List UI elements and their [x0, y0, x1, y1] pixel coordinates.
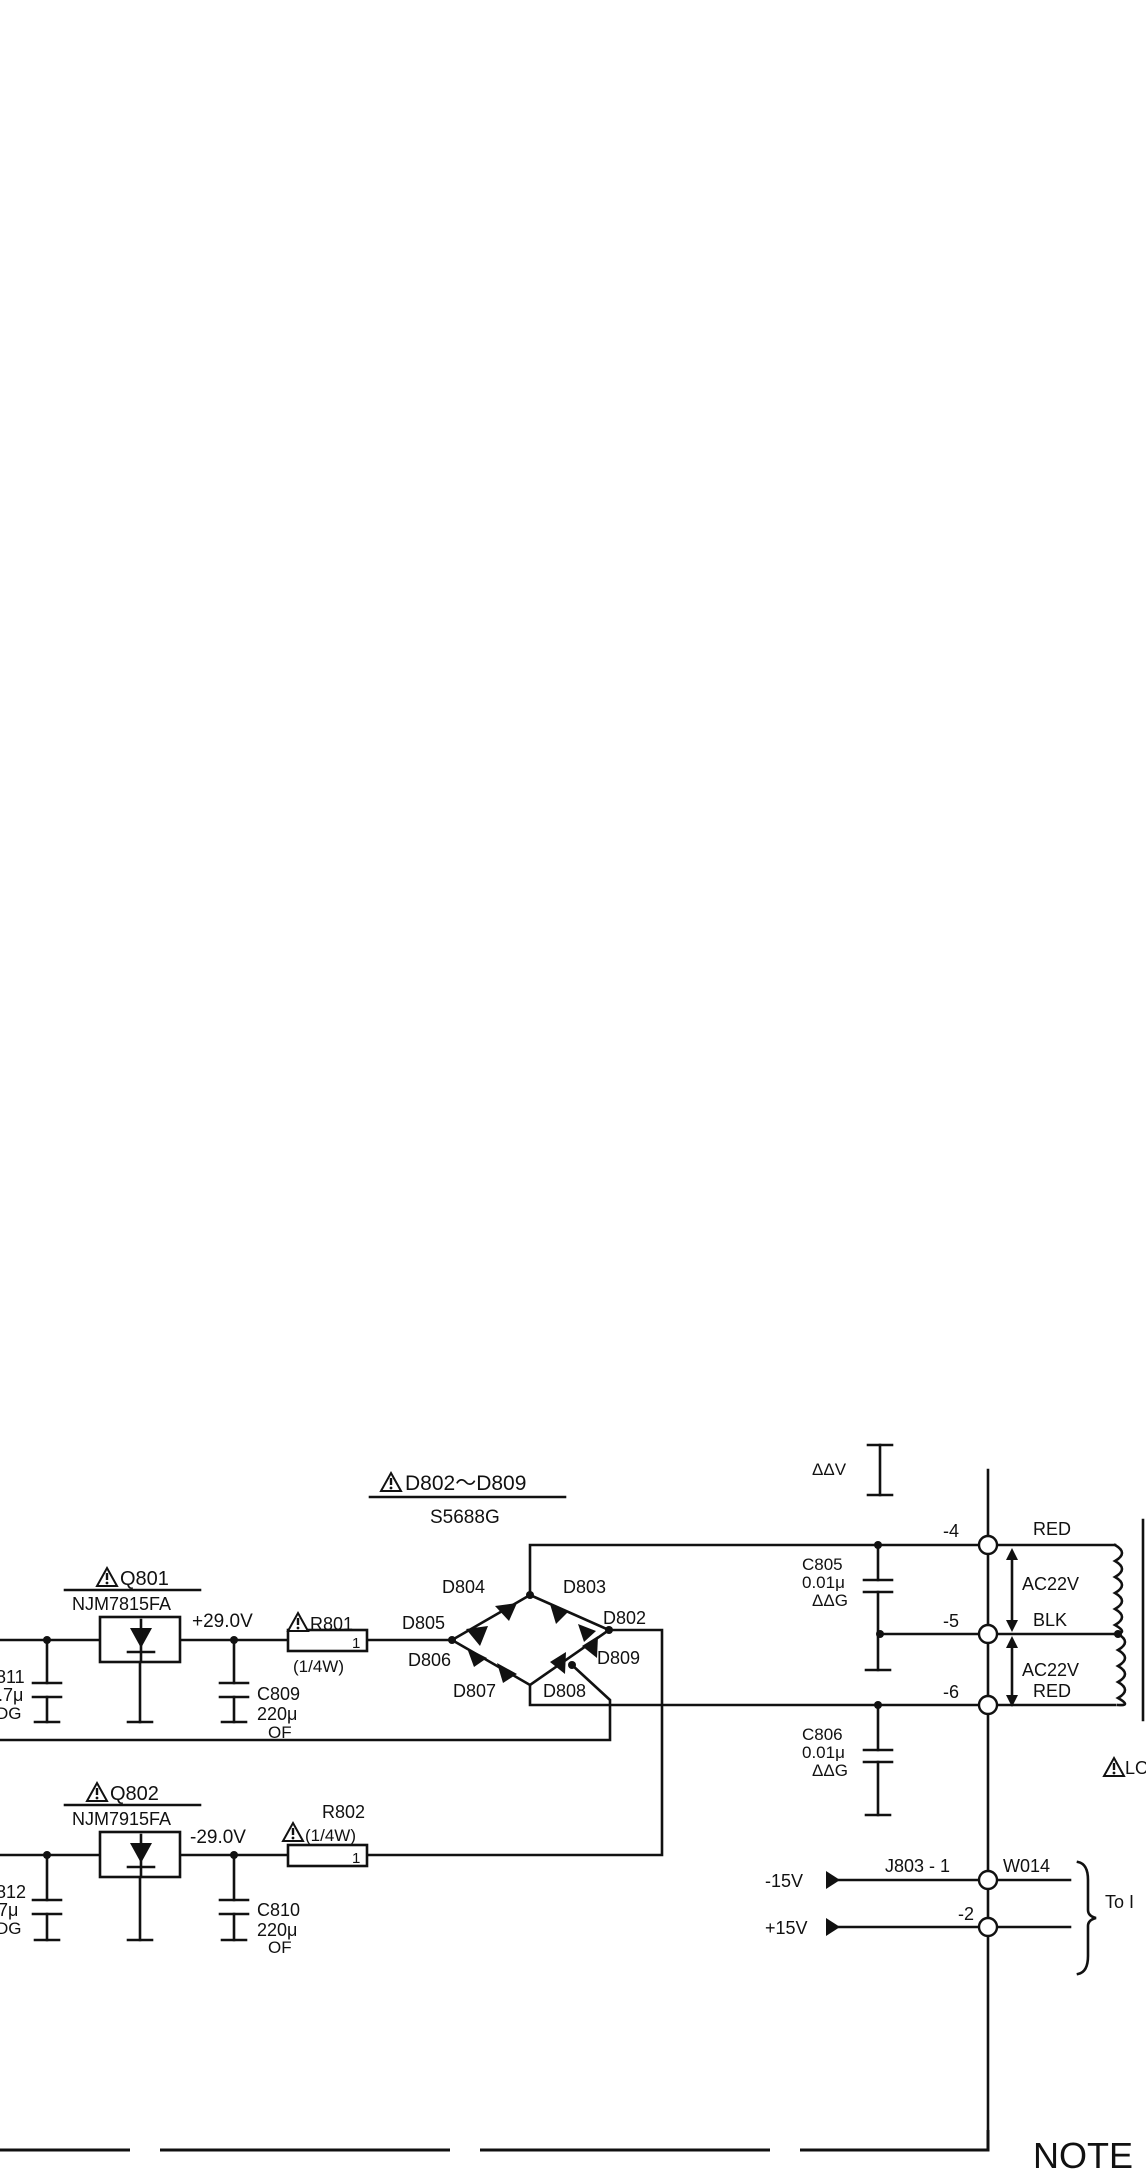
warning-icon — [85, 1781, 109, 1803]
d806-label: D806 — [408, 1650, 451, 1670]
pos-voltage: +29.0V — [192, 1611, 253, 1632]
pin-5: -5 — [943, 1611, 959, 1631]
c806-type: ΔΔG — [812, 1761, 848, 1780]
resistor-r801 — [286, 1628, 369, 1653]
wiring — [0, 1443, 1145, 2152]
q802-part: NJM7915FA — [72, 1809, 171, 1829]
q801-ref: Q801 — [120, 1568, 169, 1590]
warning-icon — [1102, 1756, 1126, 1778]
arrow-minus15-icon — [826, 1871, 840, 1889]
bridge-part-label: S5688G — [430, 1507, 500, 1528]
arrow-up-icon — [1006, 1636, 1018, 1648]
w014-label: W014 — [1003, 1856, 1050, 1876]
c811-value: .7μ — [0, 1685, 23, 1705]
q801-part: NJM7815FA — [72, 1594, 171, 1614]
c805-value: 0.01μ — [802, 1573, 845, 1592]
neg-voltage: -29.0V — [190, 1827, 246, 1848]
diode-d805-icon — [466, 1626, 488, 1646]
resistor-r802 — [286, 1843, 369, 1868]
c812-value: 7μ — [0, 1900, 18, 1920]
c812-ref: 812 — [0, 1882, 26, 1902]
warning-icon — [281, 1821, 305, 1843]
bridge-rectifier — [448, 1591, 613, 1687]
c810-type: OF — [268, 1938, 292, 1957]
warning-icon — [379, 1471, 403, 1493]
diode-d803-icon — [550, 1604, 568, 1624]
rail-minus15: -15V — [765, 1871, 803, 1891]
j803-label: J803 - 1 — [885, 1856, 950, 1876]
note-heading: NOTE — [1033, 2135, 1133, 2176]
regulator-q801 — [98, 1615, 182, 1664]
ac-lower: AC22V — [1022, 1660, 1079, 1680]
c809-value: 220μ — [257, 1704, 297, 1724]
c805-ref: C805 — [802, 1555, 843, 1574]
diode-d808-icon — [550, 1652, 566, 1674]
wire-red-bottom: RED — [1033, 1681, 1071, 1701]
pin-2: -2 — [958, 1904, 974, 1924]
arrow-down-icon — [1006, 1695, 1018, 1707]
junctions — [43, 1541, 1122, 1859]
d804-label: D804 — [442, 1577, 485, 1597]
wire-blk: BLK — [1033, 1610, 1067, 1630]
arrow-down-icon — [1006, 1620, 1018, 1632]
r801-rating: (1/4W) — [293, 1657, 344, 1676]
d808-label: D808 — [543, 1681, 586, 1701]
connector-terminals — [826, 1534, 1018, 1938]
to-label: To I — [1105, 1892, 1134, 1912]
r802-rating: (1/4W) — [305, 1826, 356, 1845]
d809-label: D809 — [597, 1648, 640, 1668]
c809-type: OF — [268, 1723, 292, 1742]
c809-ref: C809 — [257, 1684, 300, 1704]
top-cap-type: ΔΔV — [812, 1460, 847, 1479]
diode-d802-icon — [578, 1624, 596, 1642]
arrow-plus15-icon — [826, 1918, 840, 1936]
q802-ref: Q802 — [110, 1783, 159, 1805]
warning-icon — [286, 1611, 310, 1633]
c811-type: DG — [0, 1704, 22, 1723]
diode-d807-icon — [497, 1663, 517, 1683]
pin-6: -6 — [943, 1682, 959, 1702]
regulator-q802 — [98, 1830, 182, 1879]
transformer-partial-label: LO — [1125, 1758, 1146, 1778]
labels: D802～D809 S5688G Q801 NJM7815FA Q802 NJM… — [0, 1460, 1146, 2176]
d807-label: D807 — [453, 1681, 496, 1701]
c806-ref: C806 — [802, 1725, 843, 1744]
diode-d804-icon — [495, 1603, 517, 1621]
c805-type: ΔΔG — [812, 1591, 848, 1610]
arrow-up-icon — [1006, 1548, 1018, 1560]
d802-label: D802 — [603, 1608, 646, 1628]
d805-label: D805 — [402, 1613, 445, 1633]
r801-ref: R801 — [310, 1614, 353, 1634]
diode-d809-icon — [582, 1636, 598, 1658]
ac-upper: AC22V — [1022, 1574, 1079, 1594]
pin-4: -4 — [943, 1521, 959, 1541]
c806-value: 0.01μ — [802, 1743, 845, 1762]
c811-ref: 811 — [0, 1667, 25, 1687]
r802-mark: 1 — [352, 1850, 360, 1867]
d803-label: D803 — [563, 1577, 606, 1597]
bridge-range-label: D802～D809 — [405, 1472, 526, 1495]
c812-type: DG — [0, 1919, 22, 1938]
c810-value: 220μ — [257, 1920, 297, 1940]
warning-icon — [95, 1566, 119, 1588]
rail-plus15: +15V — [765, 1918, 808, 1938]
wire-red-top: RED — [1033, 1519, 1071, 1539]
c810-ref: C810 — [257, 1900, 300, 1920]
diode-d806-icon — [467, 1648, 487, 1667]
r802-ref: R802 — [322, 1802, 365, 1822]
r801-mark: 1 — [352, 1635, 360, 1652]
capacitor-plates — [31, 1578, 894, 1916]
